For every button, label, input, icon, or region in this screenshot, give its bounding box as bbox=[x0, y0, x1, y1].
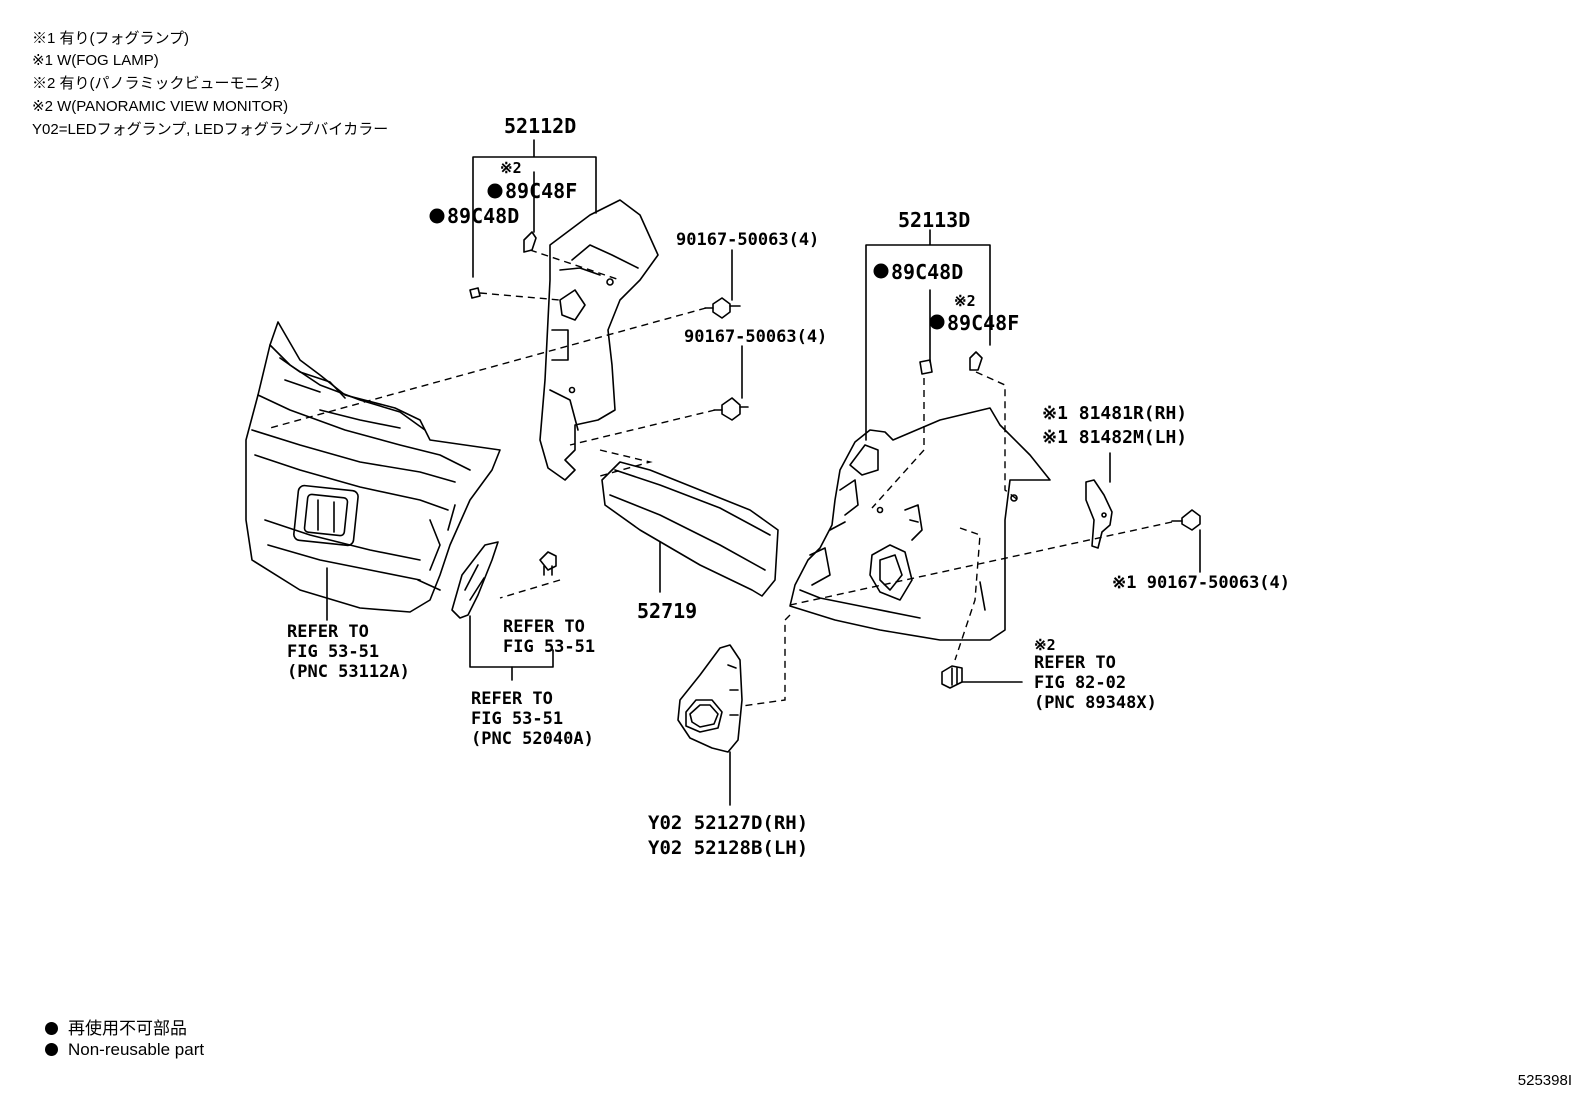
leader-52113D bbox=[865, 229, 991, 441]
non-reusable-dot-icon bbox=[45, 1043, 58, 1056]
refer-c-line3: (PNC 52040A) bbox=[471, 729, 594, 749]
screw-icon bbox=[704, 297, 741, 319]
non-reusable-dot-icon bbox=[487, 183, 503, 199]
side-trim-illustration bbox=[451, 541, 499, 619]
screw-icon bbox=[1171, 509, 1201, 531]
label-note2-c: ※2 bbox=[1034, 636, 1056, 654]
pvm-connector-illustration bbox=[941, 665, 963, 689]
refer-b-line2: FIG 53-51 bbox=[503, 637, 595, 657]
garnish-52719-illustration bbox=[601, 461, 779, 597]
clip-89C48D-icon bbox=[469, 287, 481, 299]
label-screw-b: 90167-50063(4) bbox=[684, 327, 827, 347]
refer-a-line3: (PNC 53112A) bbox=[287, 662, 410, 682]
bumper-cover-illustration bbox=[245, 321, 501, 613]
note-fog-lamp-en: ※1 W(FOG LAMP) bbox=[32, 52, 159, 69]
refer-c-line1: REFER TO bbox=[471, 689, 553, 709]
label-screw-c: ※1 90167-50063(4) bbox=[1112, 573, 1290, 593]
refer-c-line2: FIG 53-51 bbox=[471, 709, 563, 729]
non-reusable-dot-icon bbox=[929, 314, 945, 330]
label-screw-a: 90167-50063(4) bbox=[676, 230, 819, 250]
clip-illustration bbox=[539, 551, 557, 576]
non-reusable-dot-icon bbox=[429, 208, 445, 224]
refer-a-line2: FIG 53-51 bbox=[287, 642, 379, 662]
label-52128B: Y02 52128B(LH) bbox=[648, 837, 808, 859]
clip-89C48D-icon bbox=[919, 359, 933, 375]
non-reusable-dot-icon bbox=[873, 263, 889, 279]
screw-icon bbox=[713, 397, 749, 421]
clip-89C48F-icon bbox=[523, 231, 537, 253]
bracket-81481R-illustration bbox=[1085, 479, 1113, 549]
label-52113D: 52113D bbox=[898, 208, 970, 232]
label-note2-b: ※2 bbox=[954, 292, 976, 310]
fog-bezel-illustration bbox=[677, 644, 743, 753]
refer-d-line3: (PNC 89348X) bbox=[1034, 693, 1157, 713]
label-52127D: Y02 52127D(RH) bbox=[648, 812, 808, 834]
note-pvm-jp: ※2 有り(パノラミックビューモニタ) bbox=[32, 75, 280, 92]
label-81481R: ※1 81481R(RH) bbox=[1042, 403, 1187, 424]
label-89C48D-b: 89C48D bbox=[891, 260, 963, 284]
leader-52112D bbox=[472, 139, 597, 278]
label-52112D: 52112D bbox=[504, 114, 576, 138]
note-y02: Y02=LEDフォグランプ, LEDフォグランプバイカラー bbox=[32, 121, 389, 138]
non-reusable-dot-icon bbox=[45, 1022, 58, 1035]
label-89C48D-a: 89C48D bbox=[447, 204, 519, 228]
bracket-52112D-illustration bbox=[539, 199, 659, 481]
figure-id: 525398I bbox=[1517, 1072, 1572, 1089]
clip-89C48F-icon bbox=[969, 351, 983, 371]
assembly-lines bbox=[269, 249, 1173, 707]
label-note2-a: ※2 bbox=[500, 159, 522, 177]
note-pvm-en: ※2 W(PANORAMIC VIEW MONITOR) bbox=[32, 98, 289, 115]
label-89C48F-a: 89C48F bbox=[505, 179, 577, 203]
bracket-52113D-illustration bbox=[789, 407, 1051, 641]
legend-non-reusable-jp: 再使用不可部品 bbox=[45, 1014, 187, 1039]
refer-b-line1: REFER TO bbox=[503, 617, 585, 637]
refer-d-line1: REFER TO bbox=[1034, 653, 1116, 673]
refer-d-line2: FIG 82-02 bbox=[1034, 673, 1126, 693]
note-fog-lamp-jp: ※1 有り(フォグランプ) bbox=[32, 30, 190, 47]
legend-non-reusable-en: Non-reusable part bbox=[45, 1040, 204, 1060]
label-89C48F-b: 89C48F bbox=[947, 311, 1019, 335]
label-81482M: ※1 81482M(LH) bbox=[1042, 427, 1187, 448]
refer-a-line1: REFER TO bbox=[287, 622, 369, 642]
label-52719: 52719 bbox=[637, 599, 697, 623]
